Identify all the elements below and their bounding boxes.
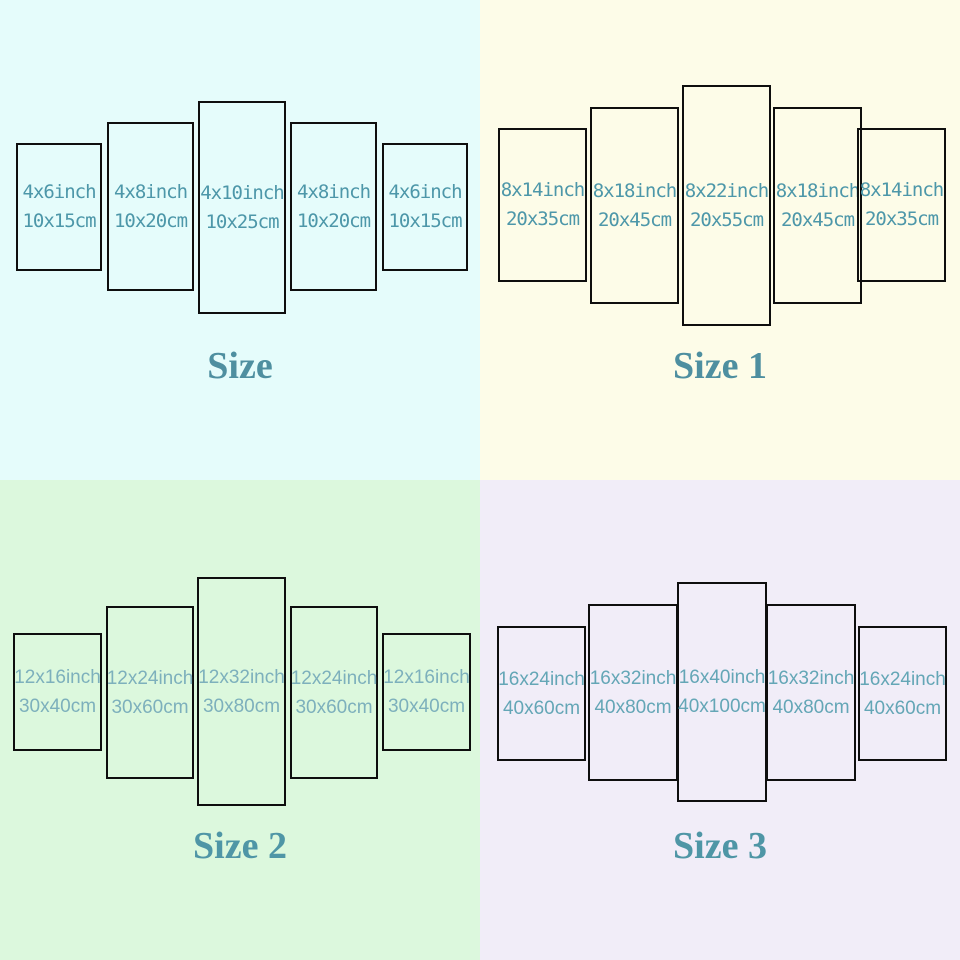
panel-size-cm-label: 10x20cm xyxy=(113,209,188,232)
panel-size-inch-label: 8x18inch xyxy=(592,179,678,202)
panel-size-cm-label: 10x25cm xyxy=(205,210,279,233)
canvas-panel-outline: 8x14inch 20x35cm xyxy=(857,128,946,282)
panel-size-inch-label: 4x6inch xyxy=(388,181,462,203)
panel-size-inch-label: 4x8inch xyxy=(296,180,371,203)
panel-size-cm-label: 10x15cm xyxy=(388,210,462,232)
panel-size-cm-label: 40x80cm xyxy=(594,696,672,718)
quadrant-size-2-title: Size 2 xyxy=(193,825,287,867)
canvas-panel-outline: 16x24inch 40x60cm xyxy=(858,626,947,761)
panel-size-inch-label: 16x32inch xyxy=(767,667,855,689)
panel-size-cm-label: 20x35cm xyxy=(505,208,580,230)
canvas-panel-outline: 8x14inch 20x35cm xyxy=(498,128,587,282)
canvas-panel-outline: 4x10inch 10x25cm xyxy=(198,101,286,314)
panel-size-cm-label: 10x15cm xyxy=(22,210,96,232)
canvas-panel-outline: 4x6inch 10x15cm xyxy=(16,143,102,271)
canvas-panel-outline: 12x32inch 30x80cm xyxy=(197,577,286,806)
panel-size-cm-label: 30x60cm xyxy=(295,696,373,718)
panel-size-cm-label: 30x40cm xyxy=(18,696,97,717)
panel-size-inch-label: 12x24inch xyxy=(290,667,378,689)
panel-size-cm-label: 20x45cm xyxy=(780,208,855,231)
panels-area-size-2: 12x16inch 30x40cm 12x24inch 30x60cm 12x32inc… xyxy=(0,480,480,960)
canvas-panel-outline: 8x18inch 20x45cm xyxy=(590,107,679,304)
canvas-panel-outline: 16x32inch 40x80cm xyxy=(588,604,678,781)
panel-size-inch-label: 16x24inch xyxy=(859,668,946,690)
panel-size-inch-label: 12x16inch xyxy=(14,667,101,688)
panel-size-cm-label: 40x60cm xyxy=(502,697,581,719)
canvas-panel-outline: 4x8inch 10x20cm xyxy=(290,122,377,291)
quadrant-size: 4x6inch 10x15cm 4x8inch 10x20cm 4x10inch 10x2… xyxy=(0,0,480,480)
panel-size-cm-label: 30x80cm xyxy=(202,695,281,717)
panel-size-inch-label: 12x32inch xyxy=(198,666,285,688)
panel-size-inch-label: 16x32inch xyxy=(589,667,677,689)
canvas-panel-outline: 4x8inch 10x20cm xyxy=(107,122,194,291)
panel-size-cm-label: 30x40cm xyxy=(387,696,466,717)
quadrant-size-2: 12x16inch 30x40cm 12x24inch 30x60cm 12x32inc… xyxy=(0,480,480,960)
panel-size-cm-label: 40x60cm xyxy=(863,697,942,719)
panel-size-cm-label: 20x55cm xyxy=(689,208,764,231)
panel-size-inch-label: 8x14inch xyxy=(859,179,945,201)
canvas-panel-outline: 12x16inch 30x40cm xyxy=(13,633,102,751)
canvas-panel-outline: 4x6inch 10x15cm xyxy=(382,143,468,271)
panel-size-cm-label: 40x80cm xyxy=(772,696,850,718)
canvas-panel-outline: 8x18inch 20x45cm xyxy=(773,107,862,304)
quadrant-size-title: Size xyxy=(207,345,273,387)
panel-size-cm-label: 20x35cm xyxy=(864,208,939,230)
panel-size-cm-label: 40x100cm xyxy=(678,696,766,717)
panel-size-inch-label: 4x10inch xyxy=(200,181,285,204)
panel-size-inch-label: 8x14inch xyxy=(500,179,586,201)
canvas-panel-outline: 16x24inch 40x60cm xyxy=(497,626,586,761)
panel-size-inch-label: 4x8inch xyxy=(113,180,188,203)
quadrant-size-3-title: Size 3 xyxy=(673,825,767,867)
panel-size-cm-label: 20x45cm xyxy=(597,208,672,231)
canvas-panel-outline: 12x24inch 30x60cm xyxy=(106,606,194,779)
canvas-panel-outline: 12x24inch 30x60cm xyxy=(290,606,378,779)
panel-size-inch-label: 12x24inch xyxy=(106,667,194,689)
panel-size-cm-label: 10x20cm xyxy=(296,209,371,232)
canvas-panel-outline: 8x22inch 20x55cm xyxy=(682,85,771,326)
canvas-panel-outline: 12x16inch 30x40cm xyxy=(382,633,471,751)
panel-size-inch-label: 12x16inch xyxy=(383,667,470,688)
panel-size-inch-label: 8x18inch xyxy=(775,179,861,202)
panel-size-cm-label: 30x60cm xyxy=(111,696,189,718)
panel-size-inch-label: 4x6inch xyxy=(22,181,96,203)
panel-size-inch-label: 16x24inch xyxy=(498,668,585,690)
canvas-panel-outline: 16x32inch 40x80cm xyxy=(766,604,856,781)
quadrant-size-1-title: Size 1 xyxy=(673,345,767,387)
canvas-panel-outline: 16x40inch 40x100cm xyxy=(677,582,767,802)
panel-size-inch-label: 16x40inch xyxy=(678,667,766,688)
panel-size-inch-label: 8x22inch xyxy=(684,179,770,202)
panels-area-size: 4x6inch 10x15cm 4x8inch 10x20cm 4x10inch 10x2… xyxy=(0,0,480,480)
